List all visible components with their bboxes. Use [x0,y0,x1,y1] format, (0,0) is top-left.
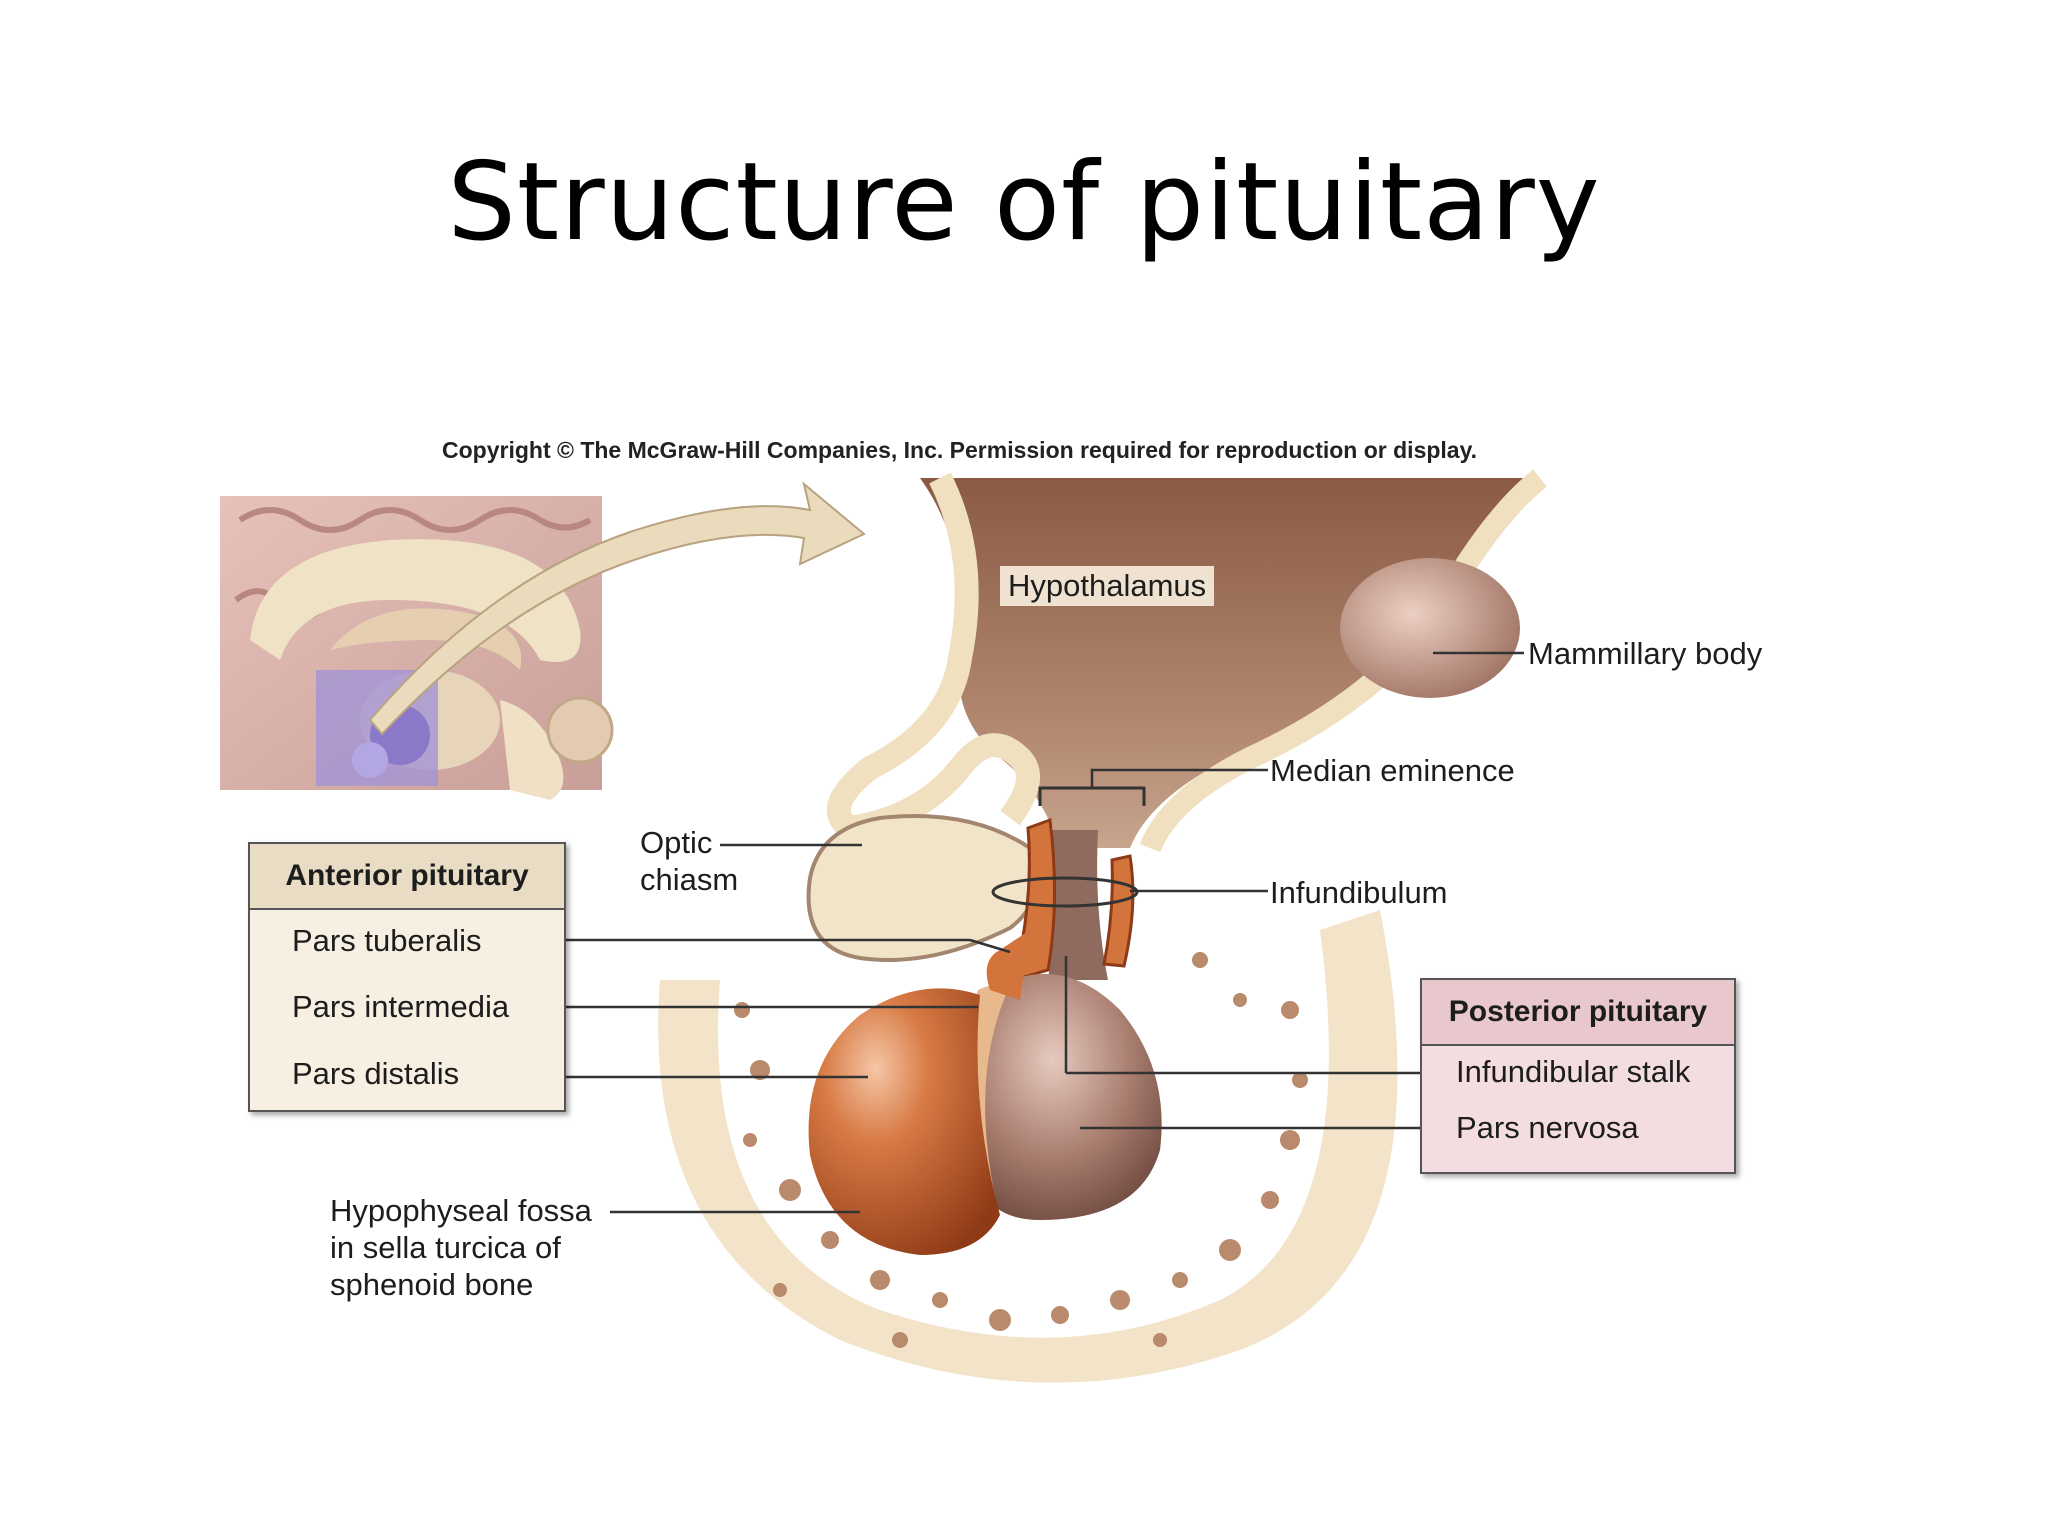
leader-lines [476,651,1524,1214]
posterior-pituitary-heading: Posterior pituitary [1422,980,1734,1046]
pars-nervosa-label: Pars nervosa [1456,1110,1639,1145]
pars-intermedia-label: Pars intermedia [292,989,510,1024]
anterior-pituitary-heading: Anterior pituitary [250,844,564,910]
sella-turcica-bone [658,910,1398,1383]
mammillary-body-shape [1340,558,1520,698]
infundibulum-label: Infundibulum [1270,875,1448,910]
slide-title: Structure of pituitary [447,140,1601,265]
pars-distalis-label: Pars distalis [292,1056,460,1091]
anterior-pituitary-box: Anterior pituitary [248,842,566,1112]
optic-chiasm-label-line2: chiasm [640,862,739,897]
optic-chiasm-shape [806,814,1039,962]
brain-inset [220,496,614,800]
mammillary-body-label: Mammillary body [1528,636,1763,671]
zoom-arrow [368,481,866,736]
infundibular-stalk-label: Infundibular stalk [1456,1054,1691,1089]
posterior-pituitary-box: Posterior pituitary [1420,978,1736,1174]
hypothalamus-label: Hypothalamus [1000,566,1215,606]
hypophyseal-fossa-label-line1: Hypophyseal fossa [330,1193,592,1228]
posterior-lobe-shape [963,974,1162,1220]
pars-tuberalis-label: Pars tuberalis [292,923,482,958]
copyright-notice: Copyright © The McGraw-Hill Companies, I… [442,437,1478,463]
hypophyseal-fossa-label-line3: sphenoid bone [330,1267,534,1302]
hypophyseal-fossa-label-line2: in sella turcica of [330,1230,561,1265]
optic-chiasm-label-line1: Optic [640,825,713,860]
bone-pores [734,952,1308,1348]
anterior-lobe-shape [808,988,1000,1255]
median-eminence-label: Median eminence [1270,753,1515,788]
